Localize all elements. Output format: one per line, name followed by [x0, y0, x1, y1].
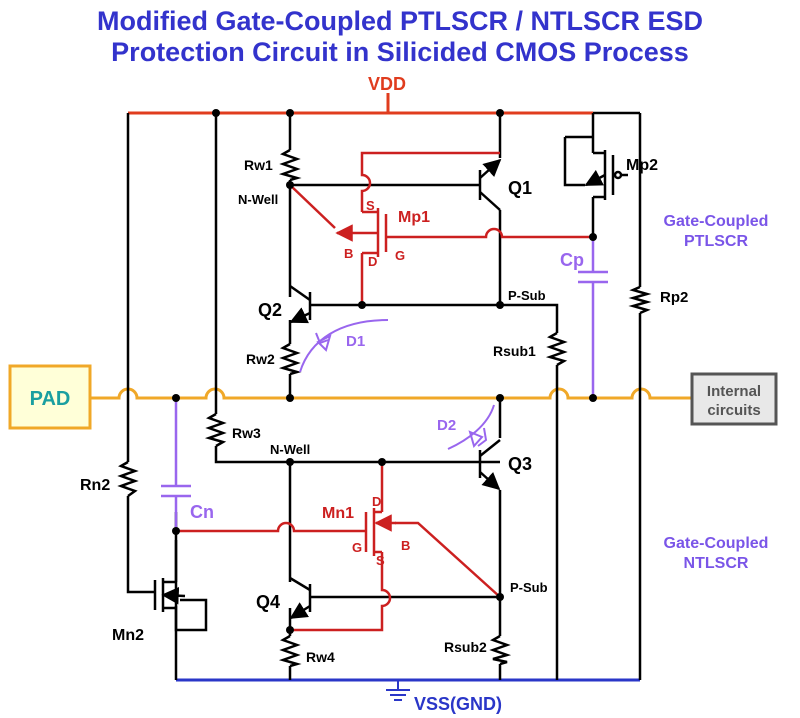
label-mn2: Mn2: [112, 627, 144, 644]
internal-label-line1: Internal: [707, 383, 761, 400]
transistor-mn2: [153, 540, 186, 612]
label-cn: Cn: [190, 502, 214, 522]
label-q1: Q1: [508, 178, 532, 198]
vss-label: VSS(GND): [414, 694, 502, 714]
resistor-rw2: [278, 342, 302, 376]
label-rsub1: Rsub1: [493, 343, 536, 359]
label-mp1: Mp1: [398, 209, 430, 226]
black-wiring: [126, 111, 642, 680]
label-mp1-b: B: [344, 246, 353, 261]
resistor-rsub1: [545, 331, 568, 367]
junction-dots: [172, 109, 597, 634]
resistor-rp2: [628, 285, 652, 315]
vdd-label: VDD: [368, 74, 406, 94]
label-nwell-top: N-Well: [238, 192, 278, 207]
label-q2: Q2: [258, 300, 282, 320]
resistor-rn2: [117, 460, 139, 498]
label-q4: Q4: [256, 592, 280, 612]
red-wiring: [176, 151, 593, 632]
pad-signal-line: [90, 387, 692, 400]
pad-block: PAD: [8, 364, 92, 430]
label-gc-ntlscr-2: NTLSCR: [684, 555, 749, 572]
label-d2: D2: [437, 417, 456, 434]
diode-d1: [299, 319, 389, 373]
label-gc-ptlscr-1: Gate-Coupled: [664, 213, 769, 230]
capacitor-cn: [161, 398, 191, 531]
label-mn1-b: B: [401, 538, 410, 553]
label-mn1-d: D: [372, 494, 381, 509]
internal-label-line2: circuits: [707, 402, 760, 419]
label-mp1-s: S: [366, 198, 375, 213]
diagram-title-line1: Modified Gate-Coupled PTLSCR / NTLSCR ES…: [97, 6, 703, 36]
resistor-rsub2: [489, 634, 512, 666]
label-nwell-bot: N-Well: [270, 442, 310, 457]
transistor-q2: [289, 284, 312, 324]
ground-symbol: [386, 680, 410, 701]
diagram-title-line2: Protection Circuit in Silicided CMOS Pro…: [111, 37, 689, 67]
resistor-rw3: [204, 412, 227, 448]
label-cp: Cp: [560, 250, 584, 270]
label-rw3: Rw3: [232, 425, 261, 441]
capacitor-cp: [578, 236, 608, 398]
label-mp1-d: D: [368, 254, 377, 269]
diode-d2: [447, 404, 495, 450]
label-d1: D1: [346, 333, 365, 350]
label-gc-ntlscr-1: Gate-Coupled: [664, 535, 769, 552]
label-mn1-g: G: [352, 540, 362, 555]
label-psub-top: P-Sub: [508, 288, 546, 303]
label-mp2: Mp2: [626, 157, 658, 174]
transistor-q3: [478, 439, 501, 491]
label-gc-ptlscr-2: PTLSCR: [684, 233, 748, 250]
label-rp2: Rp2: [660, 289, 688, 306]
label-mp1-g: G: [395, 248, 405, 263]
label-rw1: Rw1: [244, 157, 273, 173]
resistor-rw4: [278, 634, 302, 668]
transistor-q1: [478, 158, 502, 211]
transistor-mp1: [335, 208, 390, 257]
label-rw2: Rw2: [246, 351, 275, 367]
label-mn1: Mn1: [322, 505, 354, 522]
label-rsub2: Rsub2: [444, 639, 487, 655]
transistor-mp2: [584, 150, 628, 200]
label-psub-bot: P-Sub: [510, 580, 548, 595]
label-rw4: Rw4: [306, 649, 335, 665]
label-mn1-s: S: [376, 553, 385, 568]
transistor-mn1: [360, 508, 396, 556]
label-rn2: Rn2: [80, 477, 110, 494]
internal-circuits-block: Internal circuits: [690, 372, 778, 426]
pad-label: PAD: [30, 388, 71, 410]
transistor-q4: [289, 576, 312, 620]
resistor-rw1: [278, 148, 302, 182]
label-q3: Q3: [508, 454, 532, 474]
